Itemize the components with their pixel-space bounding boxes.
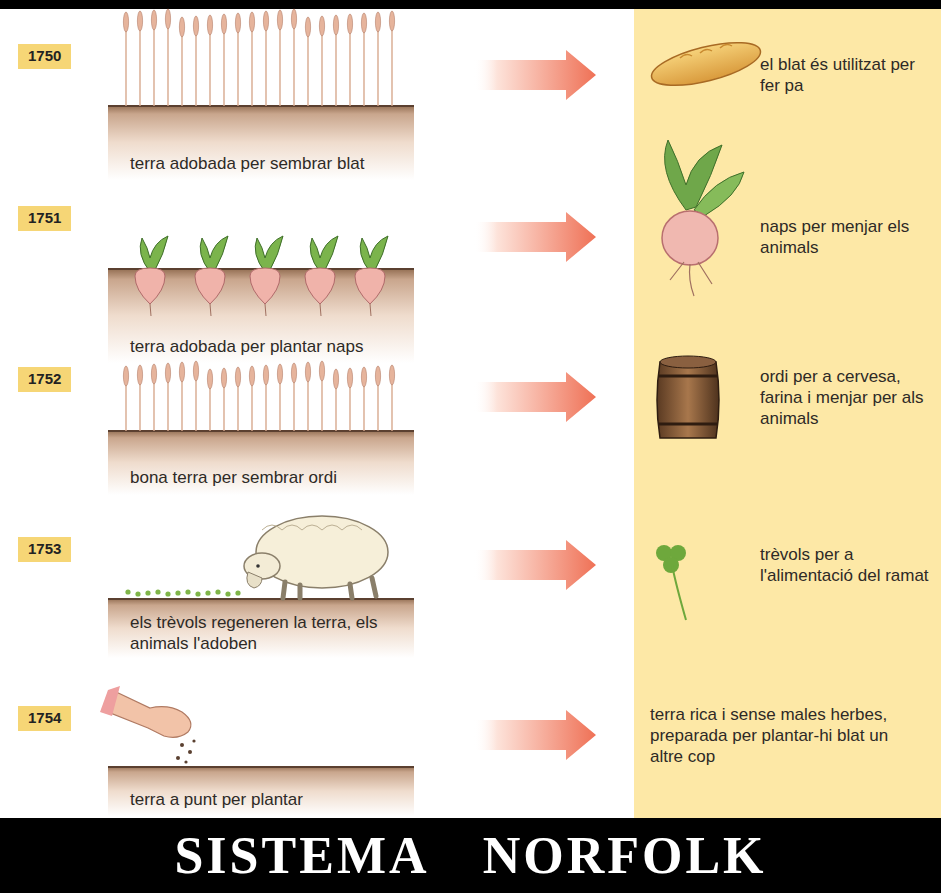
field-caption: els trèvols regeneren la terra, els anim… [130,612,392,654]
soil-bands [108,105,414,816]
use-text: ordi per a cervesa, farina i menjar per … [760,366,932,429]
turnip-icon [662,140,744,296]
sowing-hand [100,686,196,764]
use-box: naps per menjar els animals [600,190,935,284]
title-band: SISTEMA NORFOLK [0,818,941,893]
year-label: 1750 [28,47,61,65]
field-scene: terra adobada per plantar naps [108,185,414,363]
flow-arrow [416,50,596,100]
flow-arrow [416,372,596,422]
flow-arrow [416,212,596,262]
year-label: 1753 [28,540,61,558]
wheat-stalks [123,9,394,431]
year-box: 1753 [18,537,71,562]
sheep [244,516,388,598]
bread-icon [648,34,765,94]
year-box: 1752 [18,367,71,392]
field-caption: bona terra per sembrar ordi [130,467,392,488]
clover-sprouts [125,589,240,596]
use-box: trèvols per a l'alimentació del ramat [600,520,935,610]
clover-icon [656,545,686,620]
field-caption: terra adobada per sembrar blat [130,153,392,174]
field-scene: bona terra per sembrar ordi [108,366,414,494]
field-scene: terra adobada per sembrar blat [108,10,414,180]
field-caption: terra a punt per plantar [130,789,392,810]
field-scene: els trèvols regeneren la terra, els anim… [108,500,414,660]
year-box: 1754 [18,706,71,731]
use-box: el blat és utilitzat per fer pa [600,30,935,120]
year-label: 1752 [28,370,61,388]
field-caption: terra adobada per plantar naps [130,336,392,357]
year-box: 1750 [18,44,71,69]
use-text: el blat és utilitzat per fer pa [760,54,932,96]
field-scene: terra a punt per plantar [108,672,414,816]
turnip-row [135,236,388,316]
use-box: ordi per a cervesa, farina i menjar per … [600,350,935,444]
flow-arrow [416,710,596,760]
year-label: 1754 [28,709,61,727]
diagram-title: SISTEMA NORFOLK [174,826,766,885]
barrel-icon [657,356,719,438]
use-box: terra rica i sense males herbes, prepara… [600,690,935,780]
use-text: terra rica i sense males herbes, prepara… [650,704,910,767]
flow-arrow [416,540,596,590]
use-text: trèvols per a l'alimentació del ramat [760,544,932,586]
year-label: 1751 [28,209,61,227]
use-text: naps per menjar els animals [760,216,932,258]
year-box: 1751 [18,206,71,231]
